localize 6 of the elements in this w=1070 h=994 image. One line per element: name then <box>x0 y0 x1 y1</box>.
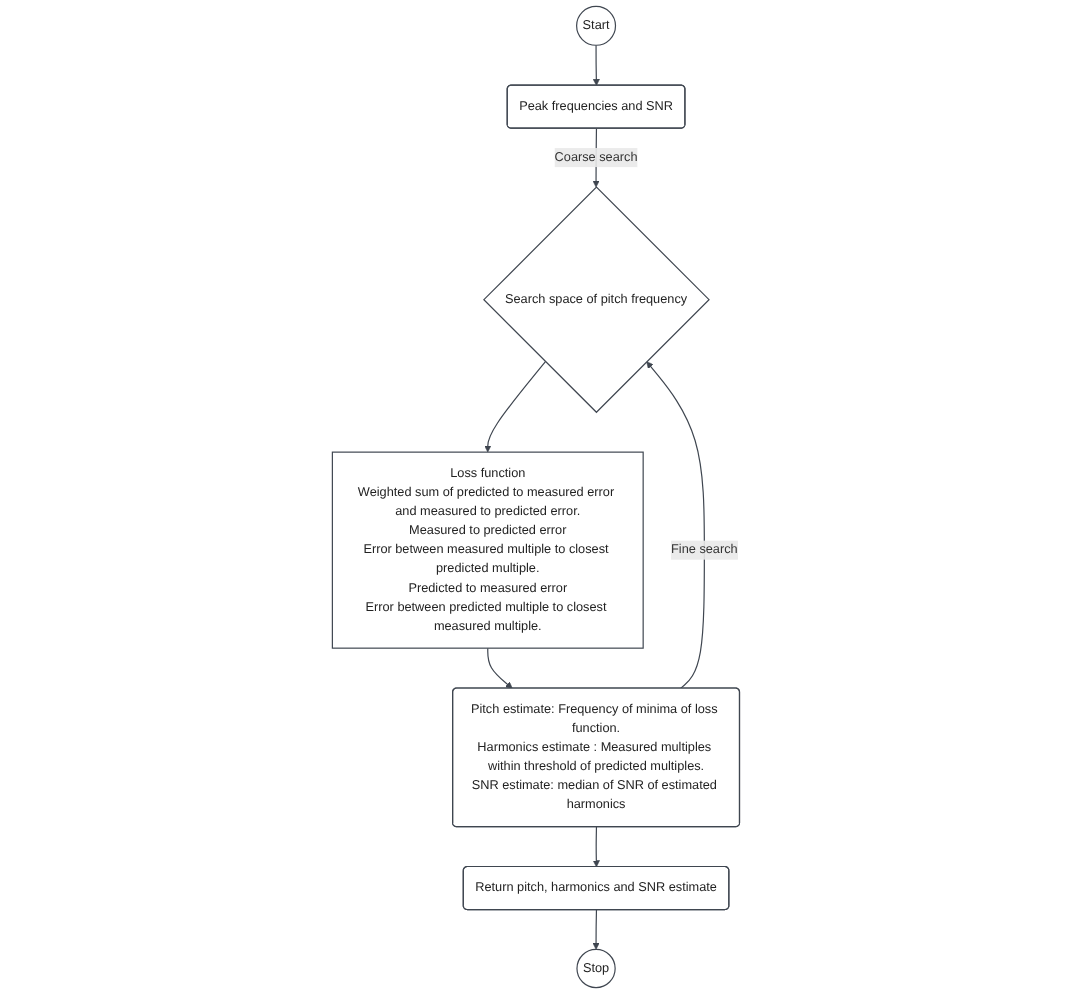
arrow <box>645 361 704 690</box>
arrow <box>591 826 599 868</box>
arrow <box>486 647 512 689</box>
arrow <box>591 44 599 86</box>
arrow <box>591 909 599 950</box>
arrow <box>483 361 546 453</box>
